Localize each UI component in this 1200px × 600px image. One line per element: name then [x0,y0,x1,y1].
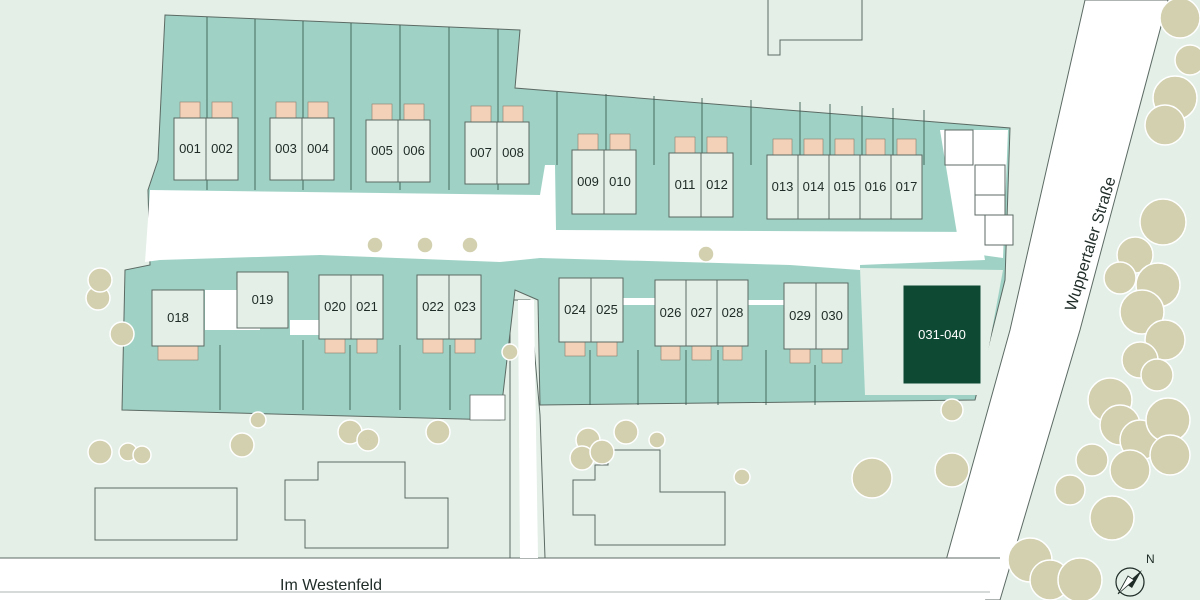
tree-icon [1149,434,1191,476]
unit-label: 001 [179,141,201,156]
house-unit-015[interactable]: 015 [828,138,861,220]
tree-icon [501,343,519,361]
unit-label: 012 [706,177,728,192]
unit-label: 006 [403,143,425,158]
unit-label: 031-040 [918,327,966,342]
tree-icon [87,267,113,293]
tree-icon [1057,557,1103,600]
unit-label: 016 [865,179,887,194]
tree-icon [1089,495,1135,541]
tree-icon [1103,261,1137,295]
tree-icon [733,468,751,486]
tree-icon [648,431,666,449]
house-unit-017[interactable]: 017 [890,138,923,220]
unit-label: 009 [577,174,599,189]
tree-icon [940,398,964,422]
unit-label: 017 [896,179,918,194]
house-unit-012[interactable]: 012 [700,136,734,218]
house-unit-008[interactable]: 008 [496,105,530,185]
tree-icon [1174,44,1200,76]
tree-icon [1054,474,1086,506]
tree-icon [229,432,255,458]
house-unit-011[interactable]: 011 [668,136,702,218]
house-unit-019[interactable]: 019 [236,271,289,329]
unit-label: 023 [454,299,476,314]
house-unit-026[interactable]: 026 [654,279,687,361]
unit-label: 004 [307,141,329,156]
unit-label: 002 [211,141,233,156]
tree-icon [934,452,970,488]
unit-label: 019 [252,292,274,307]
tree-icon [1159,0,1200,39]
unit-label: 020 [324,299,346,314]
tree-icon [87,439,113,465]
unit-label: 003 [275,141,297,156]
unit-label: 030 [821,308,843,323]
house-unit-030[interactable]: 030 [815,282,849,364]
house-unit-001[interactable]: 001 [173,101,207,181]
house-unit-005[interactable]: 005 [365,103,399,183]
unit-label: 018 [167,310,189,325]
house-unit-022[interactable]: 022 [416,274,450,354]
north-label: N [1146,552,1155,566]
tree-icon [851,457,893,499]
tree-icon [1139,198,1187,246]
house-unit-010[interactable]: 010 [603,133,637,215]
house-unit-029[interactable]: 029 [783,282,817,364]
unit-label: 028 [722,305,744,320]
tree-icon [366,236,384,254]
house-unit-002[interactable]: 002 [205,101,239,181]
house-unit-014[interactable]: 014 [797,138,830,220]
unit-label: 014 [803,179,825,194]
tree-icon [356,428,380,452]
house-unit-023[interactable]: 023 [448,274,482,354]
house-unit-006[interactable]: 006 [397,103,431,183]
tree-icon [1144,104,1186,146]
tree-icon [1119,289,1165,335]
house-unit-024[interactable]: 024 [558,277,592,357]
unit-label: 011 [675,177,696,192]
tree-icon [249,411,267,429]
house-unit-003[interactable]: 003 [269,101,303,181]
house-unit-009[interactable]: 009 [571,133,605,215]
house-unit-025[interactable]: 025 [590,277,624,357]
unit-label: 029 [789,308,811,323]
house-unit-021[interactable]: 021 [350,274,384,354]
tree-icon [425,419,451,445]
tree-icon [132,445,152,465]
house-unit-013[interactable]: 013 [766,138,799,220]
tree-icon [697,245,715,263]
unit-label: 013 [772,179,794,194]
house-unit-016[interactable]: 016 [859,138,892,220]
unit-label: 007 [470,145,492,160]
house-unit-027[interactable]: 027 [685,279,718,361]
house-unit-020[interactable]: 020 [318,274,352,354]
tree-icon [613,419,639,445]
unit-label: 021 [356,299,378,314]
unit-label: 024 [564,302,586,317]
tree-icon [461,236,479,254]
tree-icon [589,439,615,465]
house-unit-028[interactable]: 028 [716,279,749,361]
house-unit-031-040[interactable]: 031-040 [903,285,981,384]
unit-label: 005 [371,143,393,158]
unit-label: 008 [502,145,524,160]
tree-icon [109,321,135,347]
unit-label: 025 [596,302,618,317]
north-arrow-icon [1115,567,1145,597]
house-unit-018[interactable]: 018 [151,289,205,361]
tree-icon [1075,443,1109,477]
house-unit-004[interactable]: 004 [301,101,335,181]
unit-label: 027 [691,305,713,320]
unit-label: 026 [660,305,682,320]
unit-label: 010 [609,174,631,189]
unit-label: 015 [834,179,856,194]
tree-icon [416,236,434,254]
tree-icon [1140,358,1174,392]
unit-label: 022 [422,299,444,314]
tree-icon [1109,449,1151,491]
house-unit-007[interactable]: 007 [464,105,498,185]
street-label-side: Im Westenfeld [280,577,382,594]
